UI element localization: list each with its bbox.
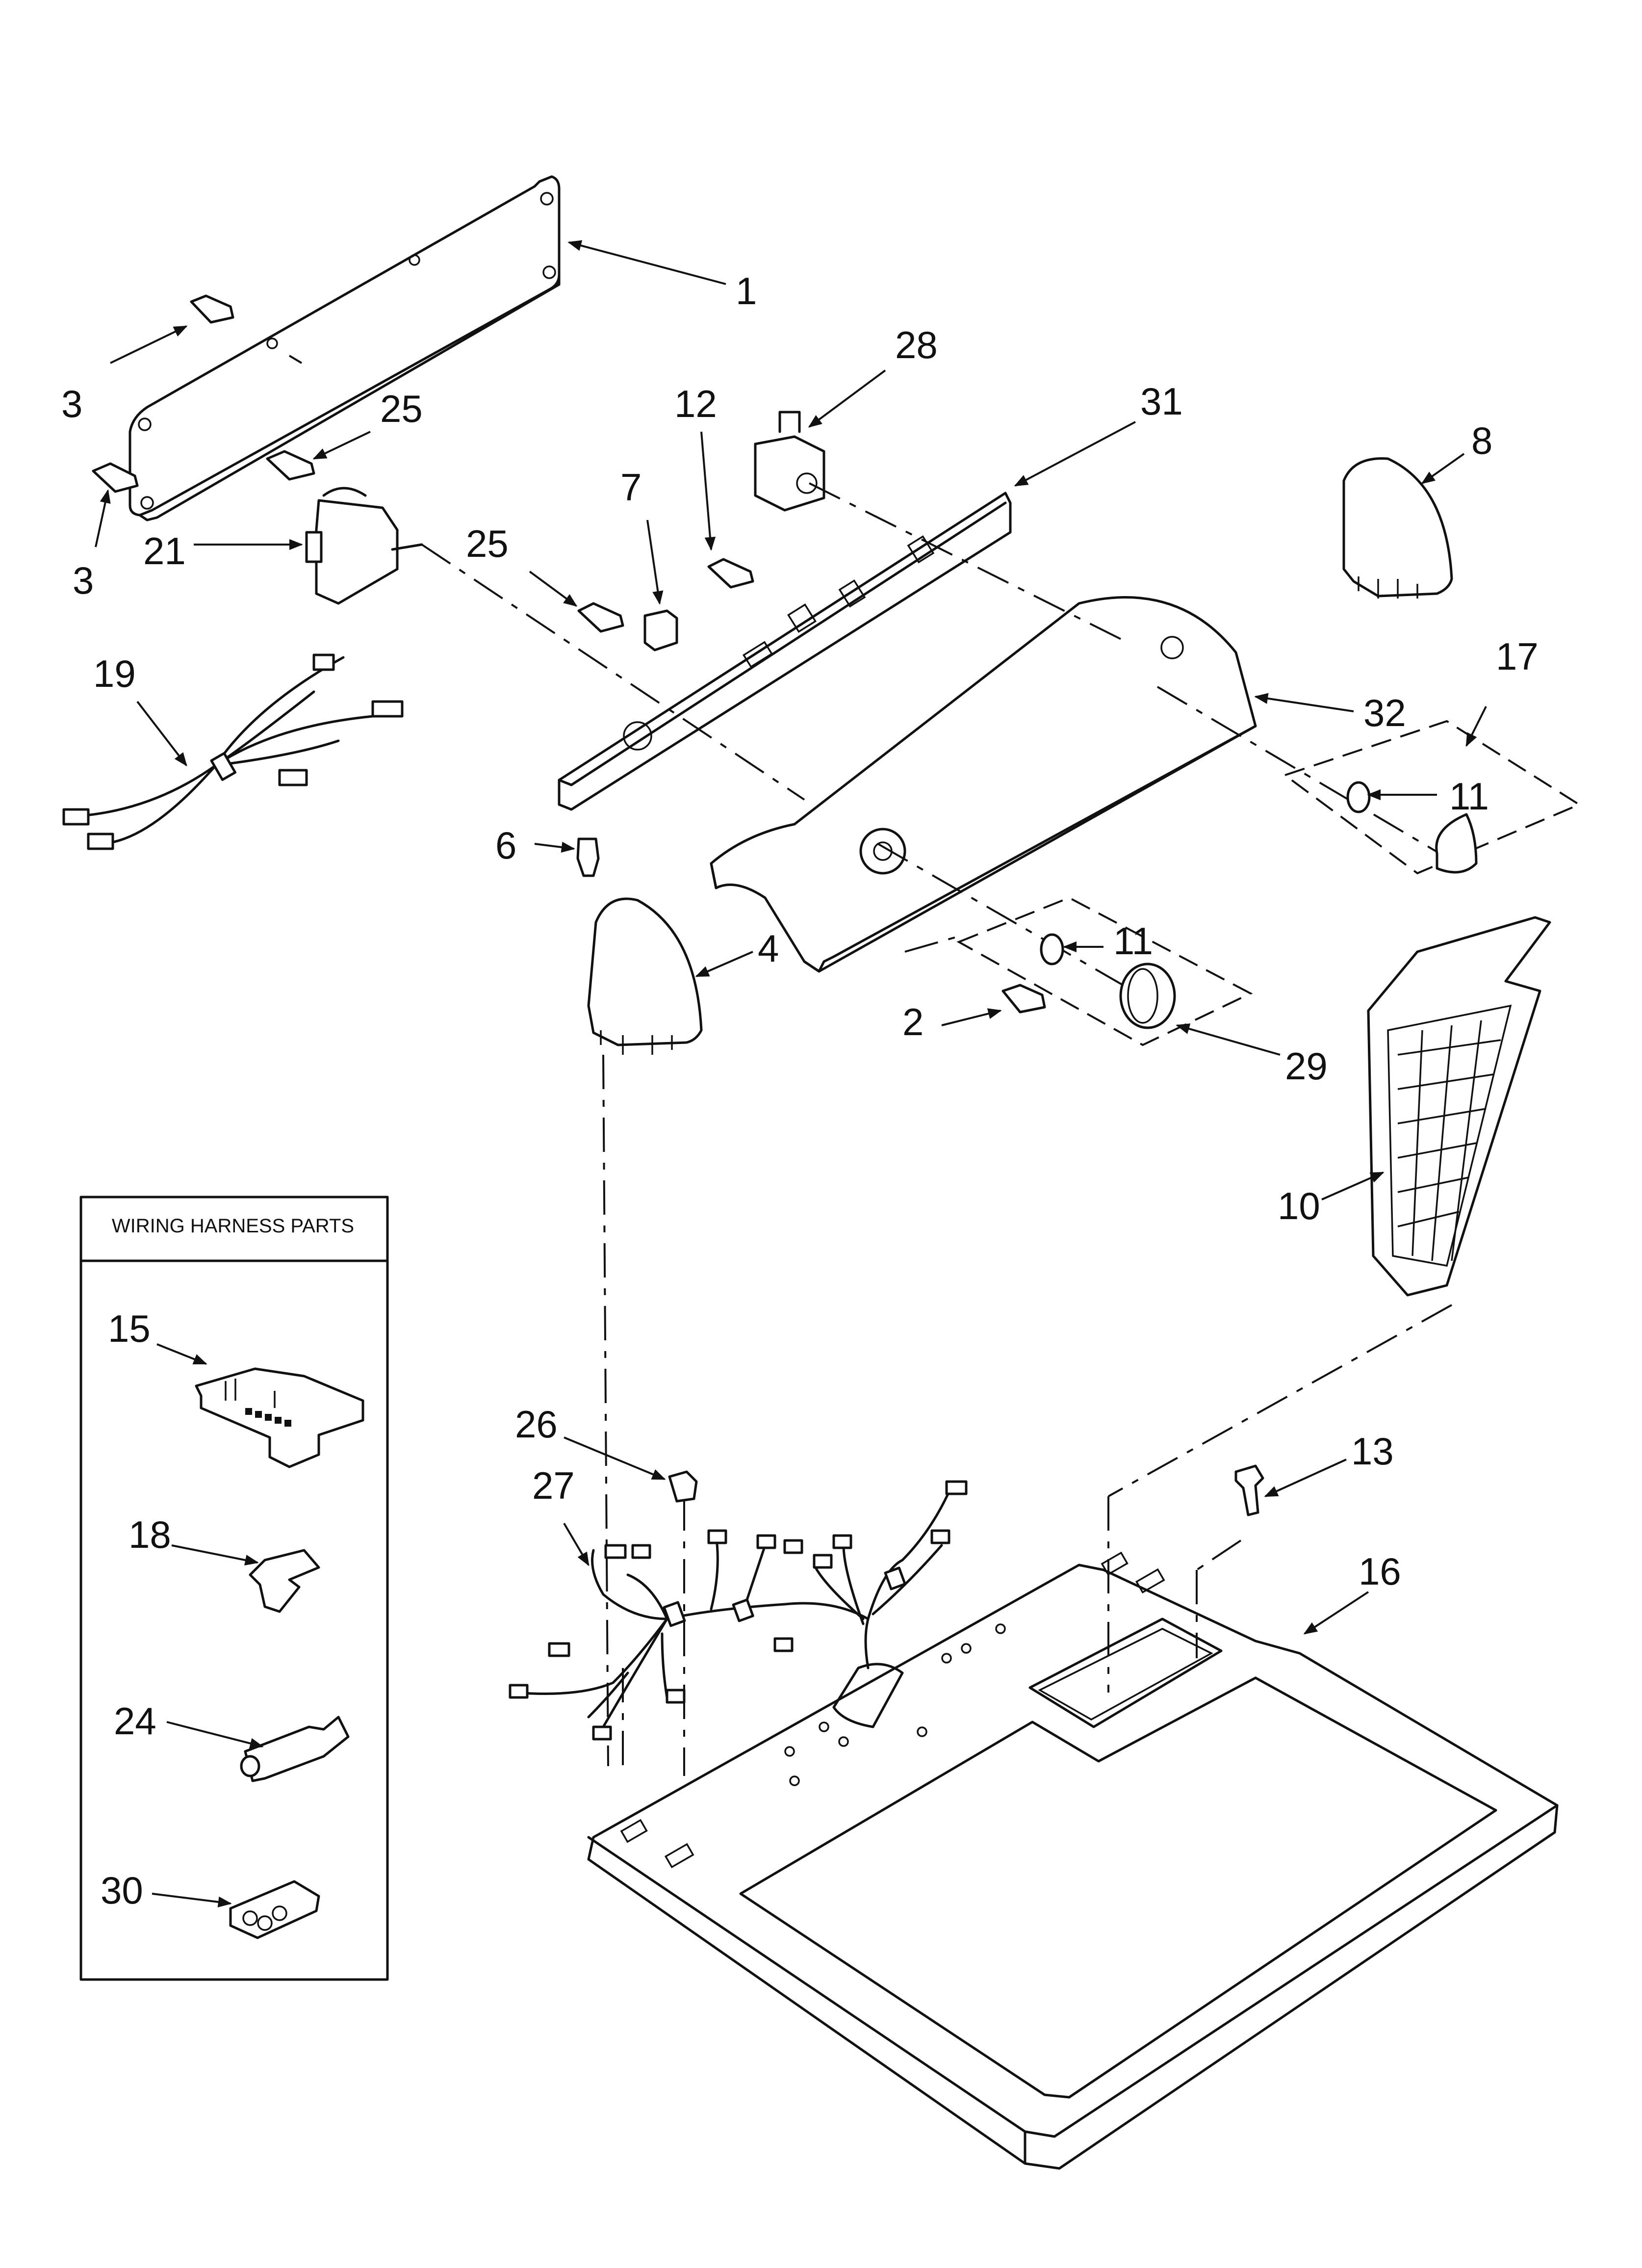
align-line-screw-13 bbox=[1196, 1539, 1242, 1571]
callout-31: 31 bbox=[1140, 380, 1183, 423]
part-10-lint-screen bbox=[1321, 916, 1551, 1297]
part-29-knob-kit bbox=[904, 896, 1281, 1056]
callout-27: 27 bbox=[532, 1464, 575, 1507]
screw-25-mid bbox=[529, 571, 624, 633]
part-24-terminal bbox=[166, 1716, 350, 1782]
callout-11-right: 11 bbox=[1449, 775, 1489, 818]
legend-frame bbox=[79, 1196, 389, 1981]
part-4-end-cap-left bbox=[587, 897, 753, 1055]
screw-3-top bbox=[110, 294, 234, 364]
callout-4: 4 bbox=[758, 927, 779, 970]
callout-30: 30 bbox=[101, 1869, 143, 1912]
part-18-clip bbox=[171, 1544, 320, 1613]
part-19-wire-harness bbox=[62, 653, 404, 850]
callout-28: 28 bbox=[895, 323, 938, 366]
callout-25-mid: 25 bbox=[466, 522, 509, 565]
callout-12: 12 bbox=[674, 382, 717, 425]
screw-2 bbox=[941, 984, 1046, 1026]
part-28-switch bbox=[754, 369, 886, 512]
align-line-knob-center bbox=[877, 843, 1168, 1012]
screw-12 bbox=[700, 431, 754, 589]
part-32-console bbox=[710, 596, 1354, 973]
part-21-timer bbox=[194, 487, 423, 605]
align-line-knob-right bbox=[1156, 686, 1458, 864]
callout-3-top: 3 bbox=[61, 382, 82, 425]
callout-19: 19 bbox=[93, 652, 136, 695]
align-line-timer bbox=[421, 544, 805, 801]
callout-16: 16 bbox=[1359, 1550, 1401, 1593]
align-line-lint-screen bbox=[1108, 1304, 1452, 1497]
screw-25-top bbox=[266, 431, 371, 481]
callout-3-bottom: 3 bbox=[73, 559, 94, 602]
callout-29: 29 bbox=[1285, 1044, 1328, 1088]
wiring-harness-legend: WIRING HARNESS PARTS bbox=[79, 1196, 389, 1981]
part-31-bracket bbox=[558, 421, 1136, 811]
lint-screen-mesh bbox=[1397, 1020, 1501, 1261]
align-line-switch bbox=[809, 482, 1129, 644]
callout-6: 6 bbox=[495, 824, 516, 867]
callout-13: 13 bbox=[1351, 1430, 1394, 1473]
part-8-end-cap-right bbox=[1342, 453, 1465, 599]
part-15-connector bbox=[156, 1343, 364, 1468]
legend-title: WIRING HARNESS PARTS bbox=[112, 1215, 354, 1237]
part-16-top-panel bbox=[587, 1551, 1559, 2170]
callout-8: 8 bbox=[1471, 419, 1492, 462]
callout-18: 18 bbox=[128, 1513, 171, 1556]
callout-21: 21 bbox=[143, 529, 186, 573]
callout-32: 32 bbox=[1363, 691, 1406, 734]
part-1-rear-panel bbox=[128, 175, 726, 521]
part-26-clip bbox=[564, 1436, 698, 1503]
callout-17: 17 bbox=[1496, 635, 1539, 678]
callout-26: 26 bbox=[515, 1403, 558, 1446]
callout-7: 7 bbox=[620, 466, 641, 509]
screw-13 bbox=[1234, 1459, 1347, 1516]
align-line-left-cap bbox=[602, 1054, 609, 1767]
callout-1: 1 bbox=[736, 269, 757, 313]
screw-6 bbox=[534, 837, 600, 877]
screw-3-bottom bbox=[92, 462, 139, 547]
callout-10: 10 bbox=[1278, 1184, 1320, 1227]
callout-labels: 1 3 3 25 25 21 7 12 28 31 8 17 11 32 19 … bbox=[61, 269, 1539, 1912]
callout-2: 2 bbox=[902, 1000, 924, 1043]
callout-11-center: 11 bbox=[1113, 919, 1153, 963]
part-27-main-harness bbox=[509, 1480, 968, 1741]
callout-24: 24 bbox=[114, 1699, 156, 1743]
part-30-plug bbox=[152, 1880, 320, 1939]
callout-15: 15 bbox=[108, 1307, 151, 1350]
part-7-clip bbox=[643, 520, 678, 652]
part-17-knob-kit bbox=[1283, 706, 1582, 875]
callout-25-top: 25 bbox=[380, 387, 423, 430]
